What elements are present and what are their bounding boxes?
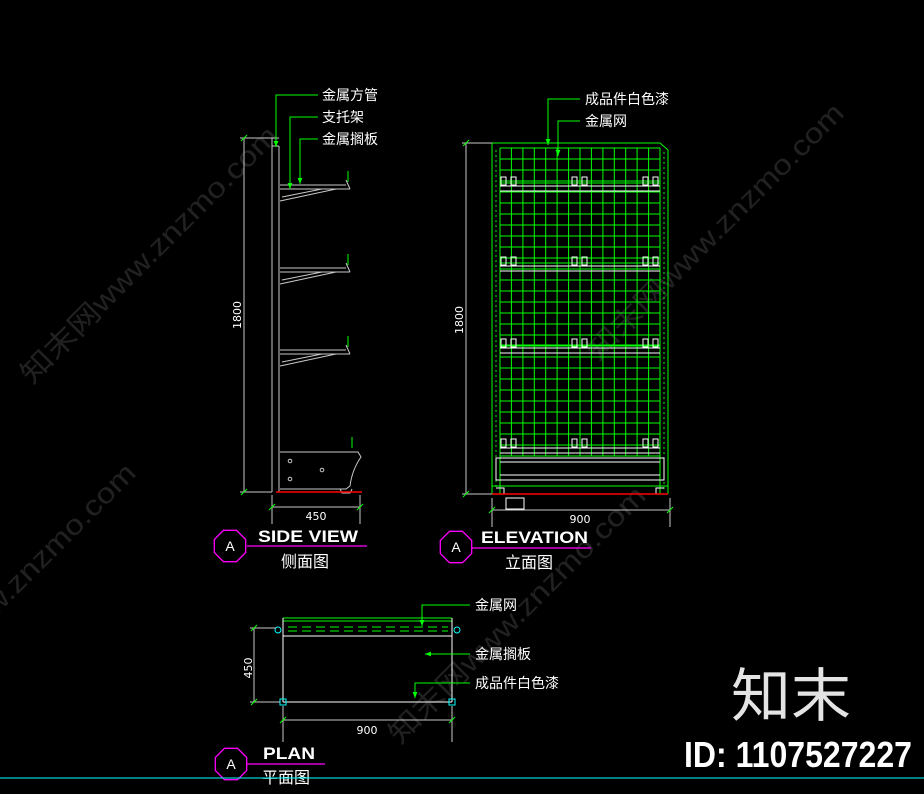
base-bolt [319,467,325,473]
shelf-board [280,262,351,273]
callout-shelf-board: 金属搁板 [475,647,531,663]
section-marker-octagon [213,529,247,563]
elevation-shelf [500,256,660,272]
plan-post-left [274,626,282,634]
elevation-title-block: A ELEVATION 立面图 [439,528,591,572]
elevation-width-dimension: 900 [488,498,674,527]
elevation-height-dimension: 1800 [453,139,492,498]
plan-corner-right [448,698,456,706]
section-marker-letter: A [225,538,235,554]
base-feet [496,487,664,494]
shelf-hooks [500,176,659,186]
base-foot-detail [505,497,525,510]
view-title: ELEVATION [481,528,588,547]
callout-mesh: 金属网 [475,598,517,614]
callout-support-bracket: 支托架 [322,110,364,126]
dimension-text: 1800 [453,306,466,334]
dimension-line [240,137,279,493]
support-bracket [279,271,337,285]
view-subtitle: 侧面图 [281,552,329,571]
base-outline [280,451,362,490]
section-marker-letter: A [451,539,461,555]
elevation-shelf [500,338,660,354]
watermark-id: ID: 1107527227 [684,734,912,775]
view-title: PLAN [263,744,315,763]
elevation-post-perforations [495,150,665,490]
dimension-line [282,706,453,742]
dimension-tick [240,134,248,496]
elevation-frame [491,142,669,494]
dimension-tick [250,624,258,706]
leader-square-tube [273,94,318,147]
plan-shelf-outline [282,618,453,703]
support-bracket [279,353,337,367]
shelf-hooks [500,438,659,448]
plan-callouts: 金属网 金属搁板 成品件白色漆 [412,598,559,698]
dimension-tick [268,503,364,511]
dimension-tick [462,139,470,498]
shelf-board-edge [500,347,660,354]
shelf-board-edge [500,265,660,272]
dimension-text: 900 [357,724,378,737]
base-foot [339,488,353,494]
leader-white-paint [412,682,470,698]
plan-view: 450 900 金属网 金属搁板 成品件白色漆 A PLAN 平面图 [214,598,559,787]
shelf-board-edge [500,447,660,454]
leader-shelf-board [297,138,318,184]
shelf-hooks [500,256,659,266]
dimension-line [491,498,671,527]
side-view: 1800 450 金属方管 支托架 金属搁板 A SIDE VIEW 侧面图 [213,88,378,571]
elevation-shelf [500,176,660,192]
dimension-text: 450 [242,658,255,679]
section-marker-octagon [214,747,248,781]
plan-width-dimension: 900 [279,706,456,742]
dimension-tick [488,506,674,514]
base-bolt [287,458,293,464]
plan-post-right [453,626,461,634]
elevation-callouts: 成品件白色漆 金属网 [545,91,669,156]
shelf-board [280,344,351,355]
side-view-callouts: 金属方管 支托架 金属搁板 [273,88,378,189]
dimension-text: 450 [306,510,327,523]
section-marker-octagon [439,530,473,564]
dimension-text: 900 [570,513,591,526]
plan-mesh-strip [288,626,448,632]
elevation-metal-mesh [499,147,661,457]
base-bolt [287,476,293,482]
watermark-logo: 知末 [731,662,851,730]
shelf-hooks [500,338,659,348]
leader-support-bracket [287,116,318,189]
side-view-height-dimension: 1800 [231,134,279,496]
base-drawer [495,457,665,481]
elevation-view: 1800 900 成品件白色漆 金属网 A ELEVATION 立面图 [439,91,674,572]
elevation-base [492,457,668,510]
leader-white-paint [545,98,580,145]
elevation-shelf [500,438,660,454]
callout-shelf-board: 金属搁板 [322,132,378,148]
side-view-width-dimension: 450 [268,495,364,524]
callout-white-paint: 成品件白色漆 [475,675,559,692]
side-view-shelf [279,254,351,285]
side-view-title-block: A SIDE VIEW 侧面图 [213,527,367,571]
side-view-shelf [279,336,351,367]
dimension-line [271,495,361,524]
support-bracket [279,188,337,202]
plan-depth-dimension: 450 [242,624,280,706]
dimension-text: 1800 [231,301,244,329]
leader-mesh [555,120,580,156]
leader-mesh [419,604,470,626]
callout-square-tube: 金属方管 [322,88,378,104]
section-marker-letter: A [226,756,236,772]
side-view-base [276,437,362,494]
callout-white-paint: 成品件白色漆 [585,91,669,108]
view-title: SIDE VIEW [258,527,359,546]
shelf-board-edge [500,185,660,192]
callout-mesh: 金属网 [585,114,627,130]
dimension-tick [279,716,456,724]
dimension-line [462,142,492,495]
view-subtitle: 立面图 [505,553,553,572]
